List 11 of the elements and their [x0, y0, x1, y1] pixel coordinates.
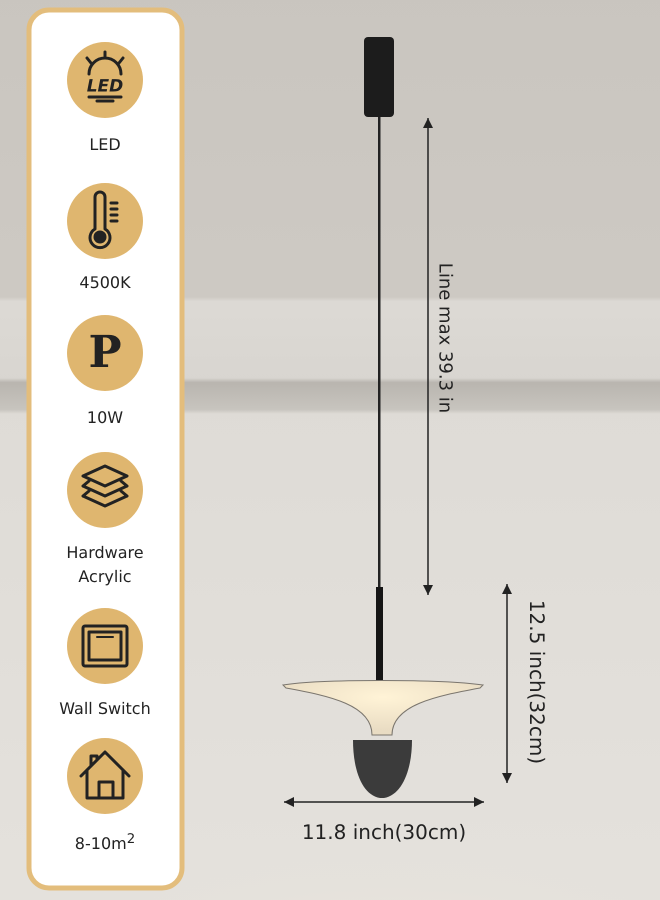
dimension-text: 11.8 inch(30cm): [302, 819, 466, 846]
feature-label: 10W: [86, 407, 124, 429]
feature-label: 8-10m$^{2}$: [74, 830, 136, 856]
icon-letters: LED: [86, 75, 124, 98]
feature-label: LED: [89, 134, 121, 156]
feature-label: 4500K: [79, 272, 131, 294]
dimension-text: 12.5 inch(32cm): [524, 600, 550, 764]
icon-letter: P: [88, 326, 122, 380]
feature-label: Hardware Acrylic: [65, 542, 145, 588]
feature-label: Wall Switch: [59, 698, 151, 720]
dimension-text: Line max 39.3 in: [434, 262, 456, 414]
